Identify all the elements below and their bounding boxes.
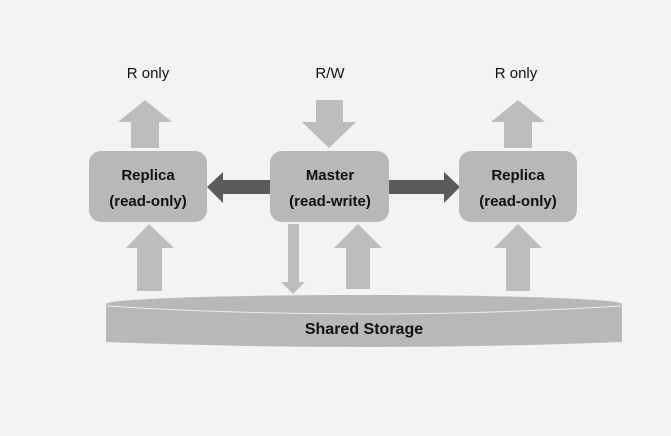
master-down-arrow <box>302 100 356 148</box>
center-access-label: R/W <box>315 65 345 82</box>
master-to-right-replica-arrow <box>389 172 460 203</box>
left-replica-up-arrow <box>118 100 172 148</box>
storage-top-rim <box>106 305 622 315</box>
right-replica-up-arrow <box>491 100 545 148</box>
master-node: Master (read-write) <box>270 151 389 222</box>
replica-left-box <box>89 151 207 222</box>
storage-to-master-arrow <box>334 224 382 289</box>
master-subtitle: (read-write) <box>289 193 371 210</box>
replica-left-title: Replica <box>121 167 175 184</box>
storage-to-right-replica-arrow <box>494 224 542 291</box>
storage-to-left-replica-arrow <box>126 224 174 291</box>
replica-right-title: Replica <box>491 167 545 184</box>
right-access-label: R only <box>495 65 538 82</box>
replica-right-subtitle: (read-only) <box>479 193 557 210</box>
replica-left-node: Replica (read-only) <box>89 151 207 222</box>
replica-right-node: Replica (read-only) <box>459 151 577 222</box>
master-to-left-replica-arrow <box>207 172 272 203</box>
left-access-label: R only <box>127 65 170 82</box>
replica-left-subtitle: (read-only) <box>109 193 187 210</box>
storage-top <box>106 295 622 313</box>
master-to-storage-arrow <box>281 224 305 294</box>
master-box <box>270 151 389 222</box>
master-title: Master <box>306 167 355 184</box>
storage-body <box>106 304 622 347</box>
shared-storage-label: Shared Storage <box>305 321 423 338</box>
shared-storage: Shared Storage <box>106 295 622 347</box>
replica-right-box <box>459 151 577 222</box>
